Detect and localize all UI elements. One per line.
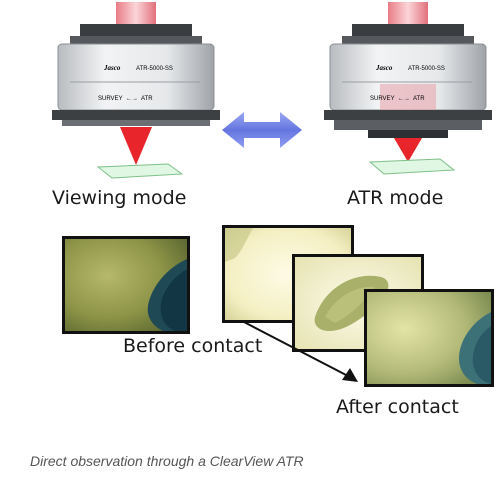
sample-slide bbox=[96, 163, 184, 179]
atr-mode-label: ATR mode bbox=[347, 187, 444, 209]
atr-mode-device: Jasco ATR-5000-SS SURVEY ←→ ATR bbox=[324, 2, 492, 175]
svg-text:ATR: ATR bbox=[413, 96, 425, 102]
after-contact-label: After contact bbox=[336, 396, 459, 418]
progression-arrow-icon bbox=[243, 321, 358, 382]
switch-left-label: SURVEY bbox=[98, 96, 123, 102]
viewing-mode-label: Viewing mode bbox=[52, 187, 187, 209]
brand-logo: Jasco bbox=[103, 64, 121, 72]
light-beam bbox=[394, 138, 422, 162]
viewing-mode-device: Jasco ATR-5000-SS SURVEY ←→ ATR bbox=[52, 2, 220, 179]
top-plate bbox=[80, 24, 192, 38]
svg-text:←→: ←→ bbox=[398, 96, 410, 102]
light-beam bbox=[120, 127, 152, 165]
sample-slide bbox=[368, 158, 456, 175]
objective-cap bbox=[116, 2, 156, 28]
svg-text:Jasco: Jasco bbox=[375, 64, 393, 72]
figure-caption: Direct observation through a ClearView A… bbox=[30, 453, 304, 469]
before-contact-photo bbox=[62, 236, 190, 334]
before-contact-label: Before contact bbox=[123, 335, 263, 357]
svg-text:←→: ←→ bbox=[126, 96, 138, 102]
svg-text:SURVEY: SURVEY bbox=[370, 96, 395, 102]
model-number: ATR-5000-SS bbox=[136, 66, 173, 72]
switch-arrow-icon bbox=[222, 112, 302, 148]
svg-text:ATR-5000-SS: ATR-5000-SS bbox=[408, 66, 445, 72]
after-photo-3 bbox=[364, 289, 494, 387]
switch-right-label: ATR bbox=[141, 96, 153, 102]
